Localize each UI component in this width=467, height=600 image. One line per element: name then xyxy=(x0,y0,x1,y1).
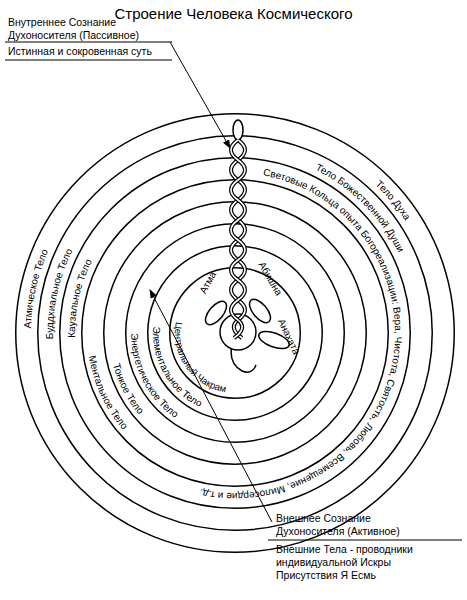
petal-label: Атма xyxy=(196,269,218,296)
callout-text: Истинная и сокровенная суть xyxy=(8,45,173,58)
helix xyxy=(231,120,245,338)
callout-text: Внешнее Сознание Духоносителя (Активное) xyxy=(276,512,436,538)
leader-line xyxy=(170,42,230,148)
callout-rule xyxy=(5,42,172,43)
petal-shape xyxy=(257,328,292,352)
ring-label: Световые Кольца опыта Богореализации: Ве… xyxy=(199,167,404,502)
helix-loop xyxy=(233,120,243,140)
ring-label-path: Каузальное Тело xyxy=(66,257,94,338)
leader-line xyxy=(150,290,272,522)
leader-lines xyxy=(5,42,462,540)
ring-label-path: Центральный Чакрам xyxy=(173,321,227,394)
ring-label-path: Световые Кольца опыта Богореализации: Ве… xyxy=(199,167,404,502)
callout-text: Внутреннее Сознание Духоносителя (Пассив… xyxy=(8,16,168,42)
petal-label: Абишна xyxy=(256,259,286,298)
ring-label: Центральный Чакрам xyxy=(173,321,227,394)
callout-text: Внешние Тела - проводники индивидуальной… xyxy=(276,543,436,582)
callout-rule xyxy=(268,540,462,541)
callout-rule xyxy=(5,60,172,61)
ring-label: Каузальное Тело xyxy=(66,257,94,338)
